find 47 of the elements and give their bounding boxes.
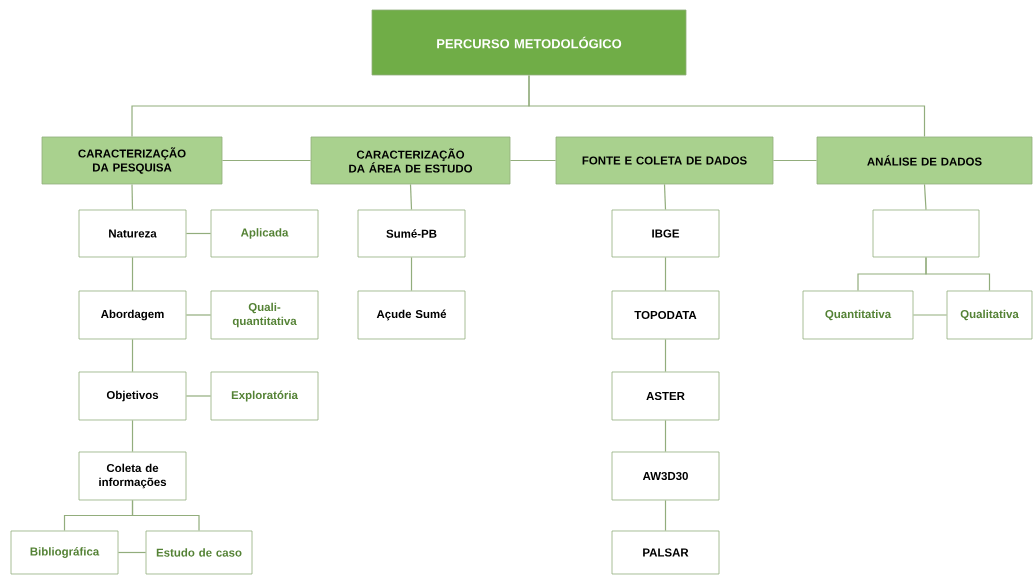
connector-line [410,256,413,292]
process-box: PALSAR [611,530,720,575]
connector-line [117,551,147,554]
connector-line [131,183,134,211]
connector-line [663,183,667,211]
option-box: Quantitativa [802,290,914,340]
connector-line [131,499,200,532]
option-box: Estudo de caso [145,530,253,575]
process-box: Açude Sumé [357,290,466,340]
process-box: Sumé-PB [357,209,466,258]
empty-box [872,209,980,258]
connector-line [528,74,926,138]
process-box: Objetivos [78,371,187,421]
option-box: Qualitativa [946,290,1033,340]
connector-line [664,256,667,292]
process-box: Coleta de informações [78,451,187,501]
connector-line [185,232,212,235]
connector-line [912,314,948,316]
connector-line [131,338,134,373]
process-box: ASTER [611,371,720,421]
heading-box: ANÁLISE DE DADOS [816,136,1033,185]
connector-line [664,419,667,453]
connector-line [185,314,212,316]
connector-line [409,183,413,211]
option-box: Quali- quantitativa [210,290,319,340]
heading-box: FONTE E COLETA DE DADOS [555,136,774,185]
process-box: Natureza [78,209,187,258]
connector-line [131,256,134,292]
connector-line [185,395,212,397]
heading-box: CARACTERIZAÇÃO DA ÁREA DE ESTUDO [310,136,511,185]
heading-box: CARACTERIZAÇÃO DA PESQUISA [41,136,223,185]
process-box: IBGE [611,209,720,258]
connector-line [925,256,991,292]
connector-line [664,499,667,532]
title-box: PERCURSO METODOLÓGICO [371,9,687,76]
connector-line [509,159,557,162]
connector-line [923,183,927,211]
connector-line [131,419,134,453]
process-box: TOPODATA [611,290,720,340]
option-box: Exploratória [210,371,319,421]
option-box: Aplicada [210,209,319,258]
connector-line [221,159,312,162]
connector-line [664,338,667,373]
option-box: Bibliográfica [10,530,119,575]
process-box: Abordagem [78,290,187,340]
connector-line [772,159,818,162]
process-box: AW3D30 [611,451,720,501]
